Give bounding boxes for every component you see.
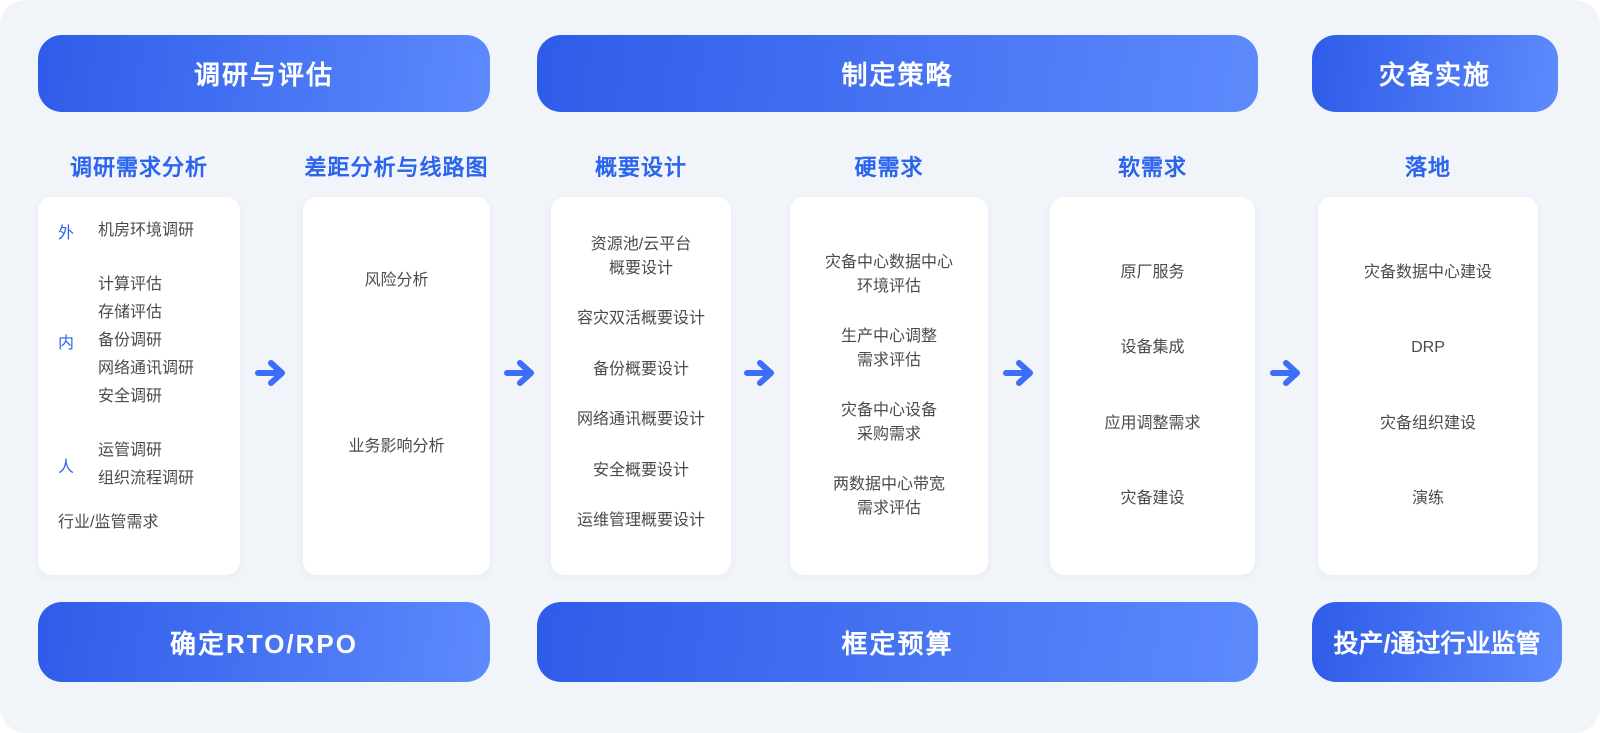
card-item-line: 机房环境调研	[98, 222, 195, 239]
card-item: 灾备组织建设	[1379, 414, 1476, 432]
group-industry-regulatory: 行业/监管需求	[58, 514, 159, 531]
card-item: 两数据中心带宽 需求评估	[833, 473, 945, 521]
card-item-line: 网络通讯调研	[98, 360, 195, 377]
card-research-needs-analysis: 外 机房环境调研 内 计算评估 存储评估 备份调研 网络通讯调研 安全调研 人 …	[38, 197, 240, 575]
card-landing: 灾备数据中心建设 DRP 灾备组织建设 演练	[1318, 197, 1538, 575]
card-item: DRP	[1411, 339, 1445, 357]
flow-arrow-icon	[502, 355, 538, 391]
card-item: 灾备建设	[1120, 489, 1185, 507]
card-soft-requirements: 原厂服务 设备集成 应用调整需求 灾备建设	[1050, 197, 1255, 575]
card-item: 灾备中心设备 采购需求	[841, 399, 937, 447]
subtitle-soft-requirements: 软需求	[1117, 155, 1187, 180]
flow-arrow-icon	[253, 355, 289, 391]
card-item-line: 备份调研	[98, 332, 163, 349]
card-item: 演练	[1411, 489, 1444, 507]
card-item: 风险分析	[364, 272, 429, 289]
footer-banner-determine-rto-rpo: 确定RTO/RPO	[38, 602, 490, 682]
footer-banner-go-live-regulatory: 投产/通过行业监管	[1312, 602, 1562, 682]
flow-arrow-icon	[1001, 355, 1037, 391]
card-item: 业务影响分析	[348, 438, 445, 455]
card-hard-requirements: 灾备中心数据中心 环境评估 生产中心调整 需求评估 灾备中心设备 采购需求 两数…	[790, 197, 988, 575]
card-item-line: 灾备中心数据中心	[824, 254, 953, 271]
card-item-line: 运管调研	[98, 442, 163, 459]
group-external: 外 机房环境调研	[58, 217, 240, 245]
group-internal: 内 计算评估 存储评估 备份调研 网络通讯调研 安全调研	[58, 271, 240, 411]
card-item-line: 灾备中心设备	[840, 402, 937, 419]
card-item-line: 环境评估	[856, 278, 921, 295]
subtitle-research-needs-analysis: 调研需求分析	[69, 155, 208, 180]
card-item-line: 存储评估	[98, 304, 163, 321]
footer-banner-define-budget: 框定预算	[537, 602, 1258, 682]
card-item-line: 安全调研	[98, 388, 163, 405]
card-item-line: 两数据中心带宽	[832, 476, 945, 493]
card-item: 资源池/云平台 概要设计	[591, 233, 691, 281]
card-item: 灾备中心数据中心 环境评估	[825, 251, 953, 299]
group-label-external: 外	[58, 225, 75, 242]
card-item-line: 需求评估	[856, 500, 921, 517]
subtitle-high-level-design: 概要设计	[594, 155, 687, 180]
card-gap-analysis-roadmap: 风险分析 业务影响分析	[303, 197, 490, 575]
subtitle-landing: 落地	[1404, 155, 1451, 180]
card-high-level-design: 资源池/云平台 概要设计 容灾双活概要设计 备份概要设计 网络通讯概要设计 安全…	[551, 197, 731, 575]
card-item: 运维管理概要设计	[576, 511, 705, 529]
card-item: 安全概要设计	[592, 461, 689, 479]
subtitle-hard-requirements: 硬需求	[854, 155, 924, 180]
card-item: 备份概要设计	[592, 360, 689, 378]
phase-banner-strategy-formulation: 制定策略	[537, 35, 1258, 112]
card-item-line: 生产中心调整	[840, 328, 937, 345]
card-item-line: 组织流程调研	[98, 470, 195, 487]
subtitle-gap-analysis-roadmap: 差距分析与线路图	[304, 155, 489, 180]
card-item: 应用调整需求	[1104, 414, 1201, 432]
card-item-line: 需求评估	[856, 352, 921, 369]
card-item: 网络通讯概要设计	[576, 411, 705, 429]
card-item-line: 概要设计	[608, 260, 673, 277]
group-label-people: 人	[58, 459, 75, 476]
card-item-line: 采购需求	[856, 426, 921, 443]
phase-banner-dr-implementation: 灾备实施	[1312, 35, 1558, 112]
card-item: 设备集成	[1120, 339, 1185, 357]
card-item: 生产中心调整 需求评估	[841, 325, 937, 373]
phase-banner-research-evaluation: 调研与评估	[38, 35, 490, 112]
group-people: 人 运管调研 组织流程调研	[58, 437, 240, 493]
card-item-line: 资源池/云平台	[590, 236, 692, 253]
card-item-line: 计算评估	[98, 276, 163, 293]
flow-arrow-icon	[742, 355, 778, 391]
flow-arrow-icon	[1268, 355, 1304, 391]
card-item: 灾备数据中心建设	[1363, 264, 1492, 281]
card-item: 容灾双活概要设计	[576, 310, 705, 328]
card-item: 原厂服务	[1120, 264, 1185, 281]
group-label-internal: 内	[58, 335, 75, 352]
